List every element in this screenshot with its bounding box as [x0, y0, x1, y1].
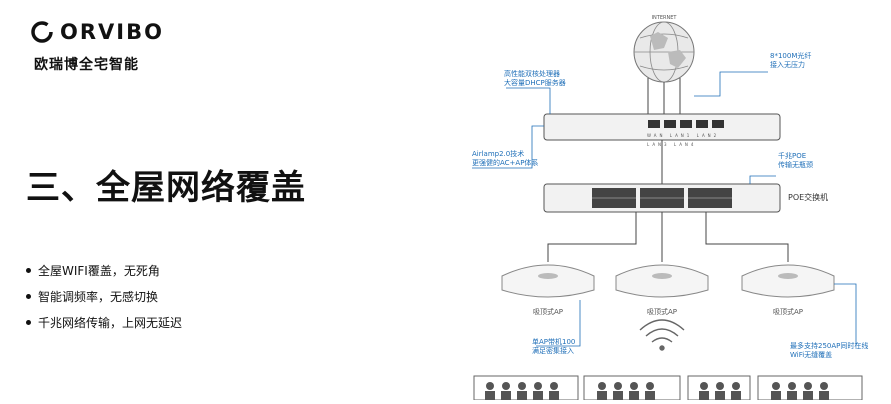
poe-switch-label: POE交换机 [788, 193, 829, 202]
ap-label: 吸顶式AP [532, 308, 563, 316]
slide-title: 三、全屋网络覆盖 [26, 168, 306, 208]
poe-annotation: 千兆POE 传输无瓶颈 [778, 152, 813, 169]
feature-item: 全屋WIFI覆盖，无死角 [26, 262, 182, 288]
users-group-icon [757, 375, 863, 401]
network-diagram-lines [472, 21, 863, 401]
ceiling-ap-device [741, 264, 835, 298]
feature-item: 千兆网络传输，上网无延迟 [26, 314, 182, 340]
fiber-annotation: 8*100M光纤 接入无压力 [770, 52, 812, 69]
ap-label: 吸顶式AP [646, 308, 677, 316]
globe-icon [633, 21, 695, 83]
feature-item: 智能调频率，无感切换 [26, 288, 182, 314]
network-diagram: INTERNET 高性能双核处理器 大容量DHCP服务器 8*100M光纤 接入… [440, 0, 891, 401]
brand-logo: ORVIBO [30, 20, 164, 44]
airlamp-annotation: Airlamp2.0技术 更强健的AC+AP体系 [472, 150, 539, 167]
feature-list: 全屋WIFI覆盖，无死角 智能调频率，无感切换 千兆网络传输，上网无延迟 [26, 262, 182, 340]
ap-label: 吸顶式AP [772, 308, 803, 316]
users-group-icon [687, 375, 751, 401]
poe-switch-device [543, 183, 781, 213]
ap-users-annotation: 单AP带机100 满足密集接入 [532, 338, 576, 355]
ceiling-ap-device [501, 264, 595, 298]
orvibo-logo-icon [31, 21, 53, 43]
globe-label: INTERNET [651, 15, 677, 21]
ceiling-ap-device [615, 264, 709, 298]
brand-name-cn: 欧瑞博全宅智能 [34, 57, 139, 73]
ap-scale-annotation: 最多支持250AP同时在线 WiFi无缝覆盖 [790, 342, 869, 359]
brand-name: ORVIBO [60, 20, 164, 44]
router-annotation: 高性能双核处理器 大容量DHCP服务器 [504, 70, 566, 87]
wifi-icon [639, 319, 685, 351]
router-port-labels: WAN LAN1 LAN2 LAN3 LAN4 [647, 133, 720, 147]
users-group-icon [583, 375, 681, 401]
users-group-icon [473, 375, 579, 401]
